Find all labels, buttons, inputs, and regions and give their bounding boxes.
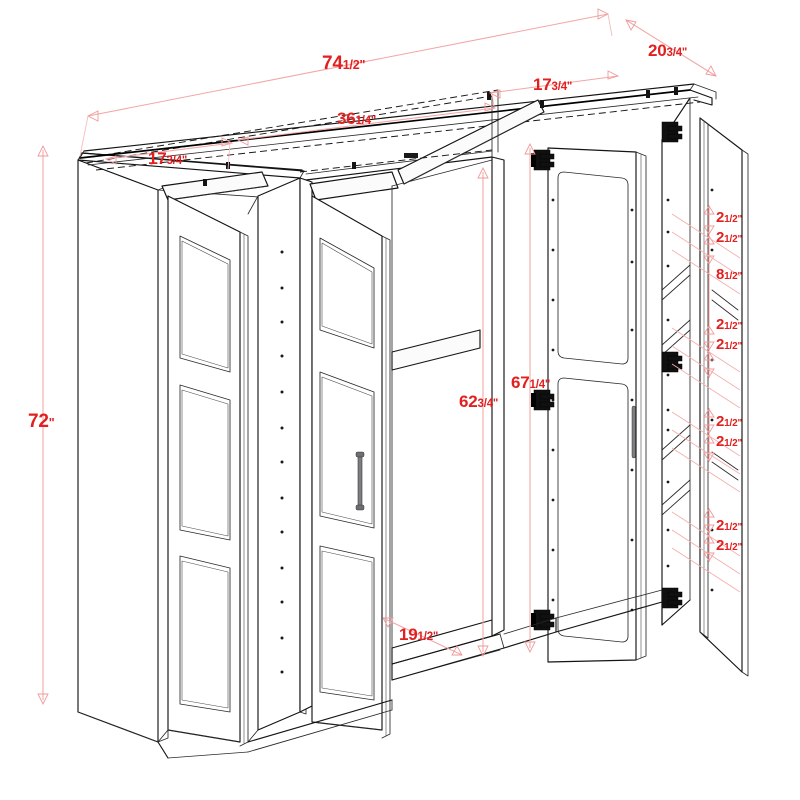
dimline-center-bay-width bbox=[236, 93, 497, 146]
dim-label-shelf-spacing-b2: 21/2" bbox=[716, 336, 742, 353]
dim-label-shelf-spacing-b1: 21/2" bbox=[716, 316, 742, 333]
dimline-right-bay-width bbox=[488, 70, 620, 99]
dimline-door-height bbox=[524, 142, 536, 654]
dimline-overall-width bbox=[79, 8, 613, 157]
left-bay-top-rail bbox=[161, 171, 269, 201]
dim-label-right-bay-width: 173/4" bbox=[533, 75, 573, 94]
dim-label-shelf-spacing-a2: 21/2" bbox=[716, 229, 742, 246]
left-door[interactable] bbox=[157, 195, 249, 747]
center-hanging-rail bbox=[397, 99, 545, 185]
dimline-shelf-stack bbox=[671, 205, 741, 593]
dimline-interior-height bbox=[477, 166, 489, 658]
dimline-overall-depth bbox=[625, 19, 717, 77]
dimline-left-bay-width bbox=[104, 137, 234, 171]
dim-label-shelf-spacing-c2: 21/2" bbox=[716, 433, 742, 450]
center-left-door[interactable] bbox=[311, 195, 391, 739]
dim-label-center-bay-width: 361/4" bbox=[337, 109, 377, 128]
hinge-group-center-right bbox=[531, 149, 555, 631]
left-bay-interior bbox=[247, 195, 259, 743]
center-bay-carcass bbox=[299, 150, 493, 713]
hinge-icon bbox=[661, 351, 683, 373]
dim-label-interior-height: 623/4" bbox=[459, 392, 499, 411]
dim-label-left-bay-width: 173/4" bbox=[148, 149, 188, 168]
hinge-group-right bbox=[661, 121, 683, 609]
dim-label-overall-height: 72" bbox=[28, 411, 55, 432]
center-right-door-handle[interactable] bbox=[631, 405, 636, 459]
dim-label-shelf-spacing-c1: 21/2" bbox=[716, 413, 742, 430]
dim-label-interior-depth: 191/2" bbox=[399, 625, 439, 644]
dim-label-door-height: 671/4" bbox=[511, 373, 551, 392]
hinge-icon bbox=[531, 609, 555, 631]
left-divider-panel bbox=[257, 177, 307, 731]
shelf-pin-holes-left bbox=[280, 250, 284, 674]
dim-label-shelf-spacing-d1: 21/2" bbox=[716, 517, 742, 534]
dim-label-shelf-spacing-d2: 21/2" bbox=[716, 537, 742, 554]
dimline-overall-height bbox=[37, 144, 49, 706]
hinge-icon bbox=[531, 389, 555, 411]
dim-label-overall-width: 741/2" bbox=[322, 53, 366, 74]
dimline-interior-depth bbox=[382, 617, 463, 656]
center-left-door-handle[interactable] bbox=[355, 451, 365, 511]
dim-label-shelf-spacing-a1: 21/2" bbox=[716, 209, 742, 226]
top-deck-assembly bbox=[79, 83, 717, 171]
hinge-icon bbox=[531, 149, 555, 171]
center-right-door[interactable] bbox=[547, 147, 647, 663]
dim-label-shelf-gap: 81/2" bbox=[716, 266, 742, 283]
center-bay-interior bbox=[391, 156, 505, 681]
dim-label-overall-depth: 203/4" bbox=[648, 41, 688, 60]
base-plinth bbox=[77, 589, 663, 759]
hinge-icon bbox=[661, 121, 683, 143]
right-door[interactable] bbox=[699, 117, 749, 677]
